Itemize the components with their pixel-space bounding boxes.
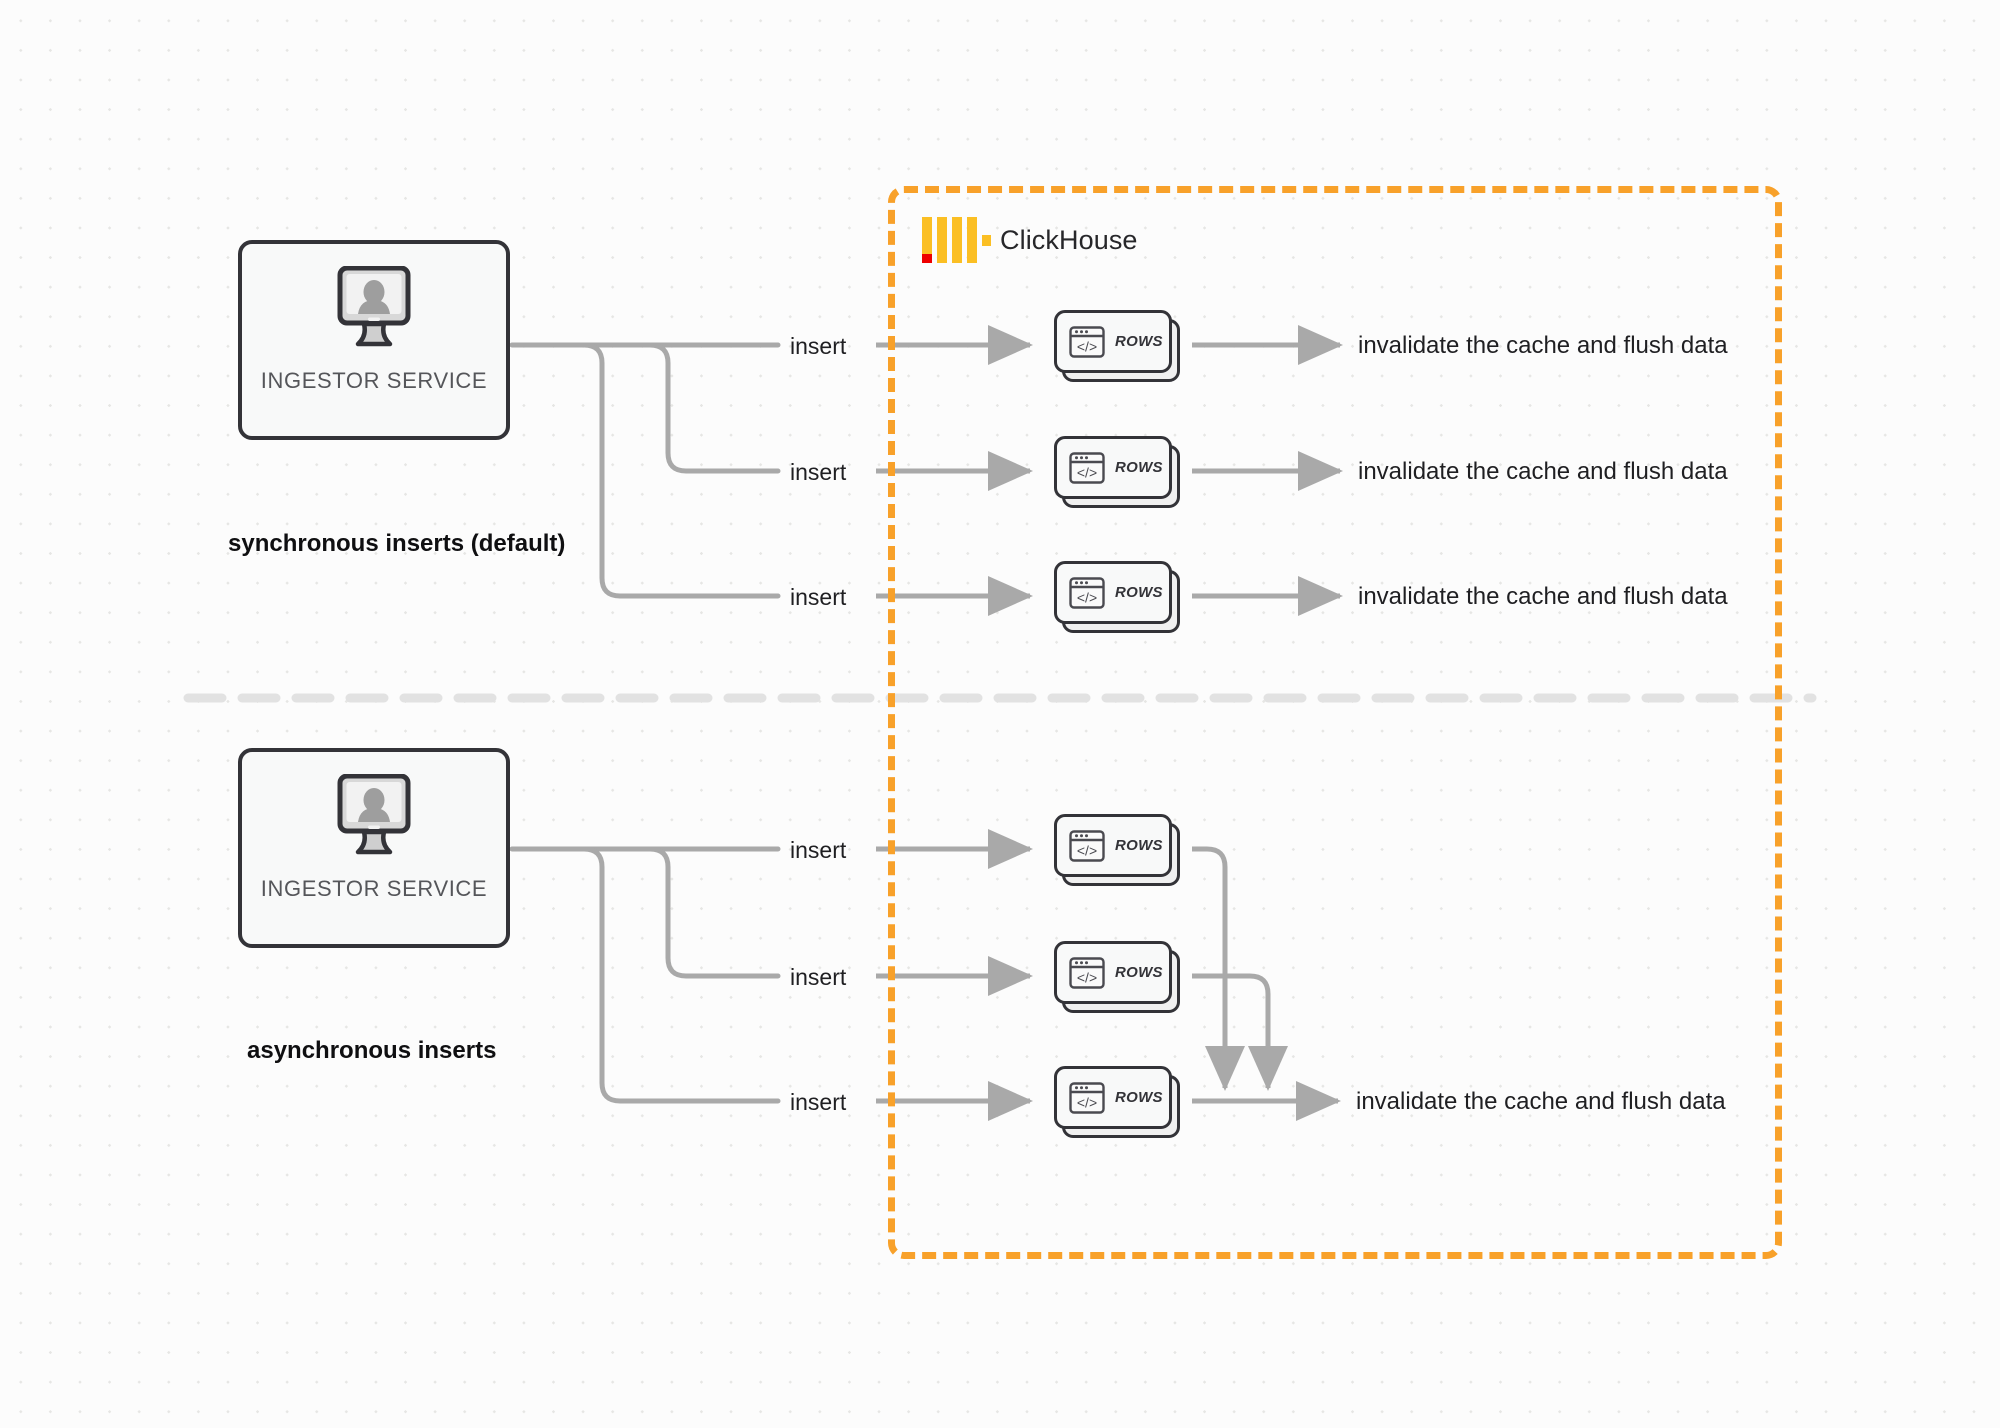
section-caption-synchronous: synchronous inserts (default) xyxy=(228,530,566,557)
ingestor-service-label-async: INGESTOR SERVICE xyxy=(260,876,488,901)
rows-card-sync-2[interactable]: </> ROWS xyxy=(1054,436,1180,508)
insert-label-sync-1: insert xyxy=(790,333,847,359)
rows-card-front: </> ROWS xyxy=(1054,1066,1172,1129)
clickhouse-logo-icon xyxy=(922,217,991,263)
svg-text:</>: </> xyxy=(1077,464,1097,480)
result-label-async-merged: invalidate the cache and flush data xyxy=(1356,1088,1726,1115)
ingestor-service-label-sync: INGESTOR SERVICE xyxy=(260,368,488,393)
wire-sync-branch-2 xyxy=(617,342,781,474)
rows-card-label: ROWS xyxy=(1115,584,1163,601)
ingestor-service-async[interactable]: INGESTOR SERVICE xyxy=(238,748,510,948)
insert-label-sync-3: insert xyxy=(790,584,847,610)
code-window-icon: </> xyxy=(1069,325,1105,358)
rows-card-front: </> ROWS xyxy=(1054,561,1172,624)
svg-text:</>: </> xyxy=(1077,969,1097,985)
code-window-icon: </> xyxy=(1069,576,1105,609)
rows-card-async-2[interactable]: </> ROWS xyxy=(1054,941,1180,1013)
clickhouse-boundary xyxy=(888,186,1782,1259)
insert-label-async-3: insert xyxy=(790,1089,847,1115)
wire-sync-branch-3 xyxy=(557,342,781,599)
rows-card-label: ROWS xyxy=(1115,964,1163,981)
svg-text:</>: </> xyxy=(1077,1094,1097,1110)
rows-card-sync-3[interactable]: </> ROWS xyxy=(1054,561,1180,633)
svg-text:</>: </> xyxy=(1077,589,1097,605)
ingestor-service-sync[interactable]: INGESTOR SERVICE xyxy=(238,240,510,440)
code-window-icon: </> xyxy=(1069,451,1105,484)
rows-card-front: </> ROWS xyxy=(1054,814,1172,877)
insert-label-async-2: insert xyxy=(790,964,847,990)
rows-card-front: </> ROWS xyxy=(1054,436,1172,499)
rows-card-label: ROWS xyxy=(1115,333,1163,350)
insert-label-async-1: insert xyxy=(790,837,847,863)
rows-card-async-1[interactable]: </> ROWS xyxy=(1054,814,1180,886)
code-window-icon: </> xyxy=(1069,956,1105,989)
code-window-icon: </> xyxy=(1069,829,1105,862)
monitor-user-icon xyxy=(327,773,421,862)
code-window-icon: </> xyxy=(1069,1081,1105,1114)
rows-card-label: ROWS xyxy=(1115,459,1163,476)
rows-card-label: ROWS xyxy=(1115,1089,1163,1106)
monitor-user-icon xyxy=(327,265,421,354)
clickhouse-label: ClickHouse xyxy=(1000,224,1138,255)
wire-async-branch-3 xyxy=(557,846,781,1104)
rows-card-sync-1[interactable]: </> ROWS xyxy=(1054,310,1180,382)
section-caption-asynchronous: asynchronous inserts xyxy=(247,1037,497,1064)
result-label-sync-1: invalidate the cache and flush data xyxy=(1358,332,1728,359)
rows-card-front: </> ROWS xyxy=(1054,310,1172,373)
rows-card-async-3[interactable]: </> ROWS xyxy=(1054,1066,1180,1138)
svg-text:</>: </> xyxy=(1077,338,1097,354)
rows-card-label: ROWS xyxy=(1115,837,1163,854)
wire-async-branch-2 xyxy=(617,846,781,979)
svg-text:</>: </> xyxy=(1077,842,1097,858)
rows-card-front: </> ROWS xyxy=(1054,941,1172,1004)
result-label-sync-2: invalidate the cache and flush data xyxy=(1358,458,1728,485)
insert-label-sync-2: insert xyxy=(790,459,847,485)
clickhouse-brand: ClickHouse xyxy=(922,216,1138,264)
result-label-sync-3: invalidate the cache and flush data xyxy=(1358,583,1728,610)
